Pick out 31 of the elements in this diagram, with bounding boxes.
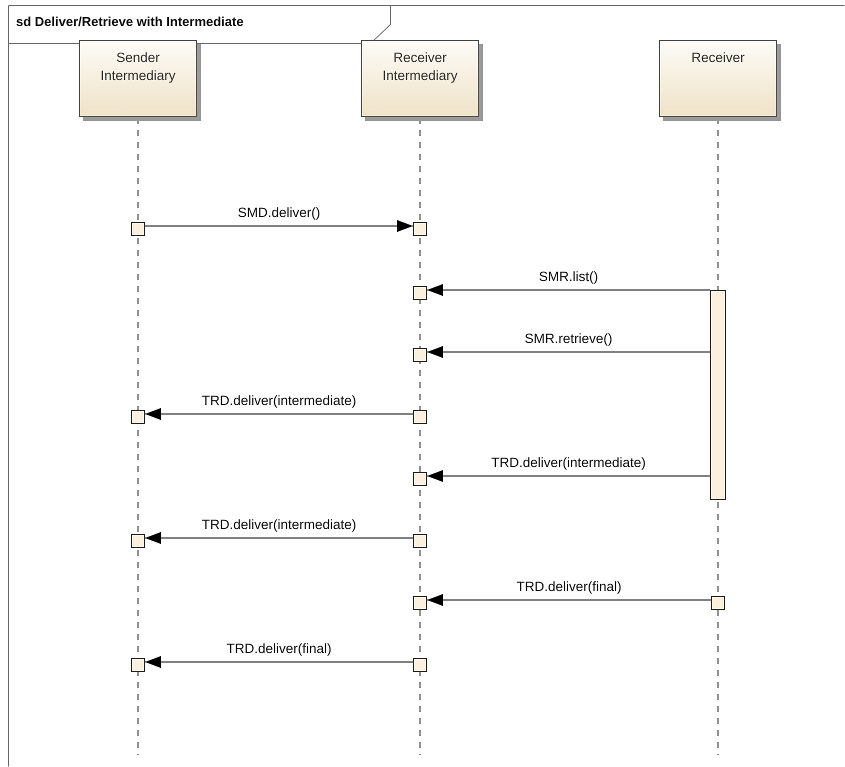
activation-box [413,348,427,362]
message-label: SMR.retrieve() [522,331,614,346]
activation-box [413,472,427,486]
message-label: TRD.deliver(intermediate) [200,517,358,532]
message-label: TRD.deliver(intermediate) [489,455,648,470]
message-arrow [144,220,414,232]
message-arrow [144,532,414,544]
activation-box [413,286,427,300]
activation-box [413,534,427,548]
message-arrow [426,284,710,296]
activation-box [413,410,427,424]
activation-box [711,596,725,610]
message-arrow [426,594,712,606]
message-arrow [144,408,414,420]
activation-bar [710,290,726,500]
message-label: TRD.deliver(final) [224,641,334,656]
activation-box [131,534,145,548]
message-arrow [426,470,710,482]
message-arrow [144,656,414,668]
activation-box [131,410,145,424]
message-arrow [426,346,710,358]
message-label: TRD.deliver(intermediate) [200,393,358,408]
diagram-title: sd Deliver/Retrieve with Intermediate [16,14,244,29]
message-label: SMR.list() [536,269,600,284]
activation-box [131,658,145,672]
message-label: SMD.deliver() [236,205,322,220]
activation-box [131,222,145,236]
message-label: TRD.deliver(final) [514,579,624,594]
activation-box [413,658,427,672]
activation-box [413,596,427,610]
activation-box [413,222,427,236]
